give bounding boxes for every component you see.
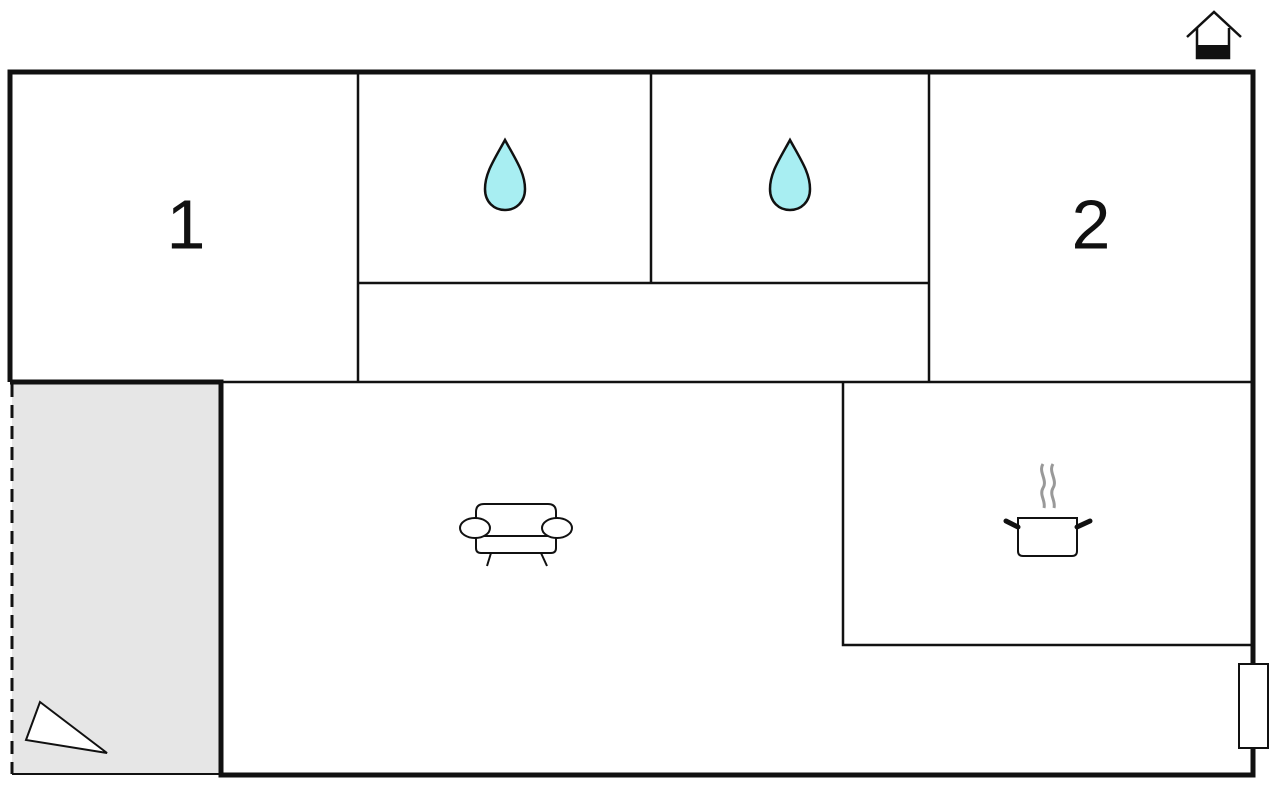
terrace <box>10 382 221 775</box>
door-icon <box>1238 663 1269 749</box>
interior-walls <box>221 72 1253 647</box>
water-drop-icon <box>768 137 812 212</box>
house-icon <box>1186 10 1242 60</box>
wall-kitchen <box>841 382 1253 647</box>
triangle-icon <box>24 700 108 754</box>
water-drop-icon <box>483 137 527 212</box>
sofa-icon <box>459 503 573 567</box>
bedroom-1-label: 1 <box>167 185 206 263</box>
cooking-pot-icon <box>1003 463 1093 557</box>
bedroom-2-label: 2 <box>1072 185 1111 263</box>
